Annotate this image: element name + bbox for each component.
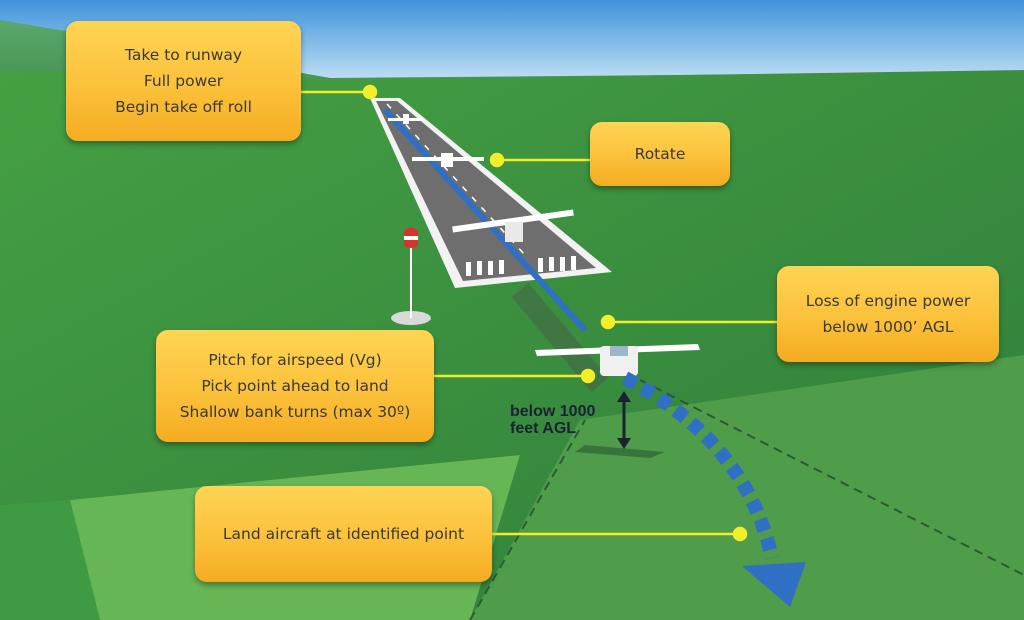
aircraft-shadow <box>575 445 665 458</box>
callout-engine-loss: Loss of engine power below 1000’ AGL <box>777 266 999 362</box>
altitude-label: below 1000 feet AGL <box>510 403 595 437</box>
flight-path-arrowhead <box>742 562 806 607</box>
callout-land-line-1: Land aircraft at identified point <box>222 525 465 543</box>
aircraft-icon <box>412 153 484 167</box>
leader-dot <box>362 84 378 100</box>
leader-dot <box>489 152 505 168</box>
altitude-arrow-icon <box>617 391 631 449</box>
callout-pitch-line-1: Pitch for airspeed (Vg) <box>208 351 382 369</box>
callout-land: Land aircraft at identified point <box>195 486 492 582</box>
callout-rotate: Rotate <box>590 122 730 186</box>
leader-dot <box>732 526 748 542</box>
aircraft-icon <box>452 209 574 242</box>
field-divider <box>639 379 1024 576</box>
altitude-label-line-1: below 1000 <box>510 403 596 420</box>
callout-pitch: Pitch for airspeed (Vg) Pick point ahead… <box>156 330 434 442</box>
callout-takeoff-line-1: Take to runway <box>124 46 243 64</box>
runway-surface <box>376 101 596 281</box>
leader-dot <box>580 368 596 384</box>
callout-takeoff: Take to runway Full power Begin take off… <box>66 21 301 141</box>
flight-path-arrow-icon <box>621 371 779 560</box>
windsock-icon <box>391 227 431 325</box>
callout-engine-loss-line-1: Loss of engine power <box>805 292 971 310</box>
callout-takeoff-line-3: Begin take off roll <box>115 98 252 116</box>
runway-centerline <box>386 103 526 256</box>
leader-dot <box>600 314 616 330</box>
altitude-label-line-2: feet AGL <box>510 420 577 437</box>
grass-field-left <box>0 500 100 620</box>
runway-threshold-markings <box>466 256 576 276</box>
field-divider <box>469 419 586 620</box>
aircraft-icon <box>535 344 700 376</box>
callout-takeoff-line-2: Full power <box>143 72 224 90</box>
ground-track <box>382 107 588 333</box>
aircraft-icon <box>388 114 424 124</box>
callout-pitch-line-3: Shallow bank turns (max 30º) <box>179 403 411 421</box>
callout-rotate-line-1: Rotate <box>634 145 686 163</box>
callout-engine-loss-line-2: below 1000’ AGL <box>822 318 954 336</box>
callout-pitch-line-2: Pick point ahead to land <box>201 377 389 395</box>
